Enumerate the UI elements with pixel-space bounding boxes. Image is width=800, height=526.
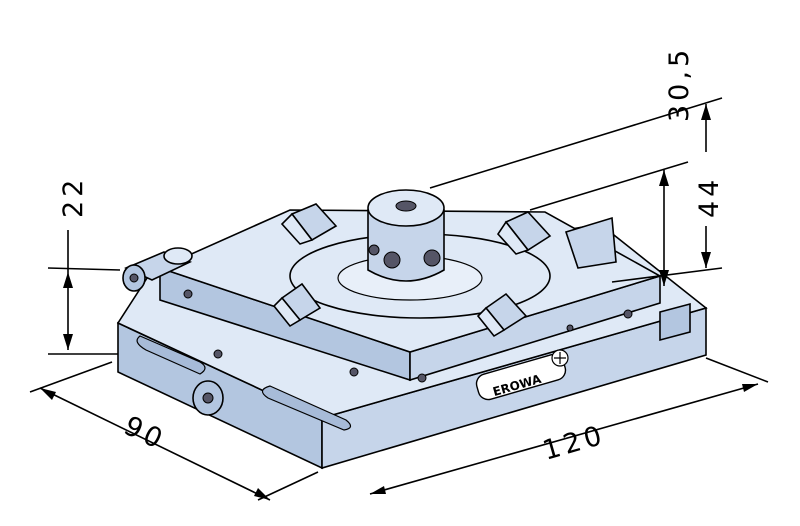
centering-lug-back-left: [280, 203, 338, 245]
chuck-body: EROWA: [116, 189, 708, 470]
dim-width-label: 90: [119, 410, 171, 456]
spigot-ball-hole-2: [423, 249, 441, 267]
centering-lug-front-left: [272, 282, 322, 328]
spigot-hex-hole: [395, 200, 417, 212]
screw-hole-1: [183, 289, 193, 299]
spigot-ball-hole-1: [383, 251, 401, 269]
screw-hole-3: [349, 367, 359, 377]
spigot-ball-hole-3: [368, 244, 380, 256]
dim-length-label: 120: [539, 419, 609, 466]
screw-hole-2: [213, 349, 223, 359]
front-slot: [261, 385, 352, 431]
screw-hole-6: [566, 324, 574, 332]
left-pin: [122, 247, 193, 292]
right-bracket: [564, 216, 617, 269]
screw-hole-4: [417, 373, 427, 383]
dim-height-left: 22: [47, 176, 121, 355]
screw-hole-5: [623, 309, 633, 319]
left-slot: [136, 335, 206, 375]
dim-height-side-label: 44: [694, 176, 725, 218]
dim-height-side: 44: [529, 161, 725, 286]
dim-height-left-label: 22: [58, 176, 89, 218]
centering-lug-front-right: [476, 292, 528, 338]
dim-height-top-label: 30,5: [664, 46, 695, 122]
dim-height-top: 30,5: [429, 46, 723, 189]
front-screw: [192, 380, 224, 416]
right-notch: [659, 302, 691, 342]
centering-lug-back-right: [496, 211, 552, 255]
